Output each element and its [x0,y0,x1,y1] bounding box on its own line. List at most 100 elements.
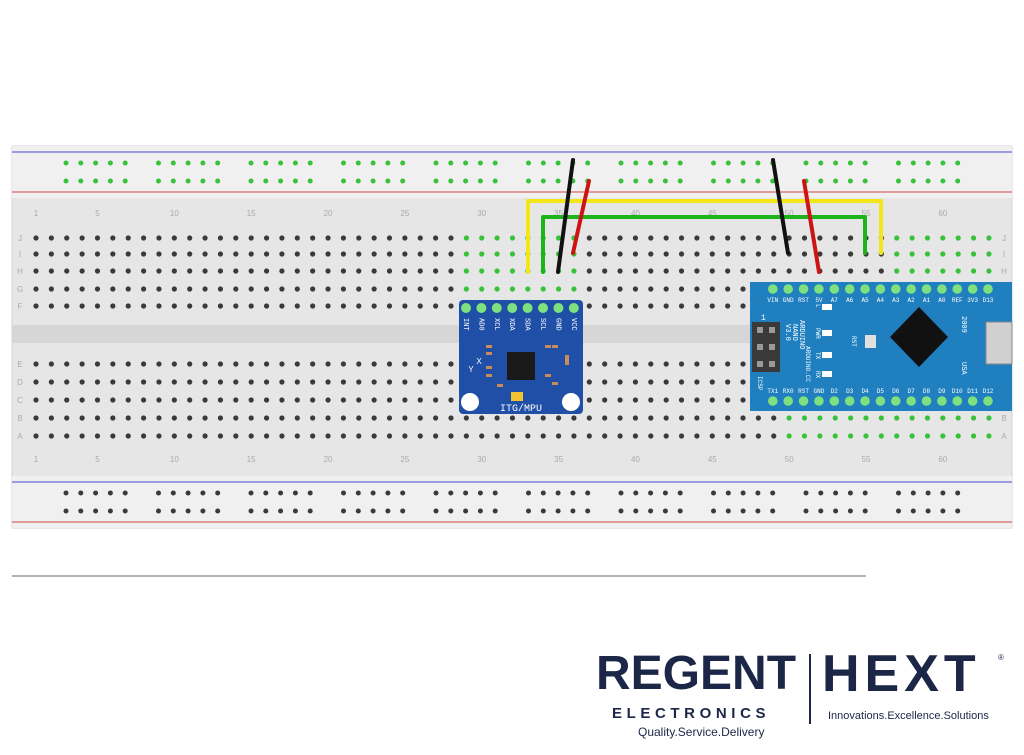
rail-hole[interactable] [170,178,176,184]
breadboard-hole[interactable] [187,433,193,439]
breadboard-hole[interactable] [187,303,193,309]
breadboard-hole[interactable] [171,286,177,292]
breadboard-hole[interactable] [187,379,193,385]
nano-pin[interactable] [906,284,916,294]
rail-hole[interactable] [355,160,361,166]
rail-hole[interactable] [940,178,946,184]
breadboard-hole[interactable] [310,251,316,257]
breadboard-hole[interactable] [494,251,500,257]
breadboard-hole[interactable] [555,286,562,292]
breadboard-hole[interactable] [586,361,592,367]
nano-pin[interactable] [952,284,963,294]
breadboard-hole[interactable] [955,268,961,274]
rail-hole[interactable] [307,160,313,166]
breadboard-hole[interactable] [217,286,224,292]
rail-hole[interactable] [215,160,221,166]
rail-hole[interactable] [122,178,128,184]
rail-hole[interactable] [940,508,946,514]
breadboard-hole[interactable] [233,303,239,309]
breadboard-hole[interactable] [694,379,700,385]
breadboard-hole[interactable] [694,361,700,367]
rail-hole[interactable] [818,178,824,184]
breadboard-hole[interactable] [233,286,239,292]
breadboard-hole[interactable] [740,397,746,403]
breadboard-hole[interactable] [171,268,177,274]
breadboard-hole[interactable] [571,415,577,421]
breadboard-hole[interactable] [663,415,669,421]
breadboard-hole[interactable] [402,397,408,403]
breadboard-hole[interactable] [678,286,685,292]
breadboard-hole[interactable] [402,361,408,367]
breadboard-hole[interactable] [310,268,316,274]
rail-hole[interactable] [725,160,731,166]
rail-hole[interactable] [711,178,716,184]
breadboard-hole[interactable] [156,286,162,292]
rail-hole[interactable] [585,508,591,514]
rail-hole[interactable] [770,508,776,514]
breadboard-hole[interactable] [140,433,147,439]
mpu-pin[interactable] [461,303,471,313]
breadboard-hole[interactable] [709,379,715,385]
breadboard-hole[interactable] [970,433,977,439]
breadboard-hole[interactable] [648,251,654,257]
rail-hole[interactable] [526,490,531,496]
rail-hole[interactable] [925,508,931,514]
nano-pin[interactable] [890,284,901,294]
breadboard-hole[interactable] [571,268,577,274]
breadboard-hole[interactable] [694,286,700,292]
rail-hole[interactable] [725,178,731,184]
breadboard-hole[interactable] [356,361,362,367]
breadboard-hole[interactable] [617,397,623,403]
breadboard-hole[interactable] [555,433,562,439]
breadboard-hole[interactable] [725,286,731,292]
rail-hole[interactable] [448,490,454,496]
breadboard-hole[interactable] [509,251,516,257]
rail-hole[interactable] [925,160,931,166]
breadboard-hole[interactable] [786,415,792,421]
nano-pin[interactable] [844,284,855,294]
breadboard-hole[interactable] [371,361,377,367]
rail-hole[interactable] [633,178,639,184]
breadboard-hole[interactable] [340,415,346,421]
breadboard-hole[interactable] [279,361,285,367]
breadboard-hole[interactable] [448,303,454,309]
rail-hole[interactable] [540,490,546,496]
rail-hole[interactable] [122,160,128,166]
rail-hole[interactable] [862,508,868,514]
rail-hole[interactable] [307,508,313,514]
rail-hole[interactable] [803,490,809,496]
breadboard-hole[interactable] [694,303,700,309]
breadboard-hole[interactable] [340,251,346,257]
breadboard-hole[interactable] [356,235,362,241]
rail-hole[interactable] [307,490,313,496]
breadboard-hole[interactable] [540,415,546,421]
breadboard-hole[interactable] [263,268,270,274]
breadboard-hole[interactable] [832,415,838,421]
breadboard-hole[interactable] [294,379,300,385]
rail-hole[interactable] [156,160,161,166]
breadboard-hole[interactable] [648,397,654,403]
rail-hole[interactable] [307,178,313,184]
nano-pin[interactable] [967,284,978,294]
rail-hole[interactable] [677,490,683,496]
breadboard-hole[interactable] [924,415,931,421]
arduino-nano[interactable]: D13D123V3D11REFD10A0D9A1D8A2D7A3D6A4D5A5… [750,282,1013,411]
breadboard-hole[interactable] [279,303,285,309]
breadboard-hole[interactable] [94,415,101,421]
rail-hole[interactable] [200,490,206,496]
breadboard-hole[interactable] [187,286,193,292]
rail-hole[interactable] [78,508,84,514]
rail-hole[interactable] [292,160,298,166]
breadboard-hole[interactable] [509,433,516,439]
rail-hole[interactable] [833,160,839,166]
breadboard-hole[interactable] [817,433,823,439]
rail-hole[interactable] [78,160,84,166]
breadboard-hole[interactable] [79,379,85,385]
rail-hole[interactable] [170,490,176,496]
breadboard-hole[interactable] [433,235,439,241]
reset-button[interactable] [865,335,876,348]
breadboard-hole[interactable] [433,268,439,274]
rail-hole[interactable] [725,508,731,514]
breadboard-hole[interactable] [771,268,777,274]
breadboard-hole[interactable] [402,235,408,241]
